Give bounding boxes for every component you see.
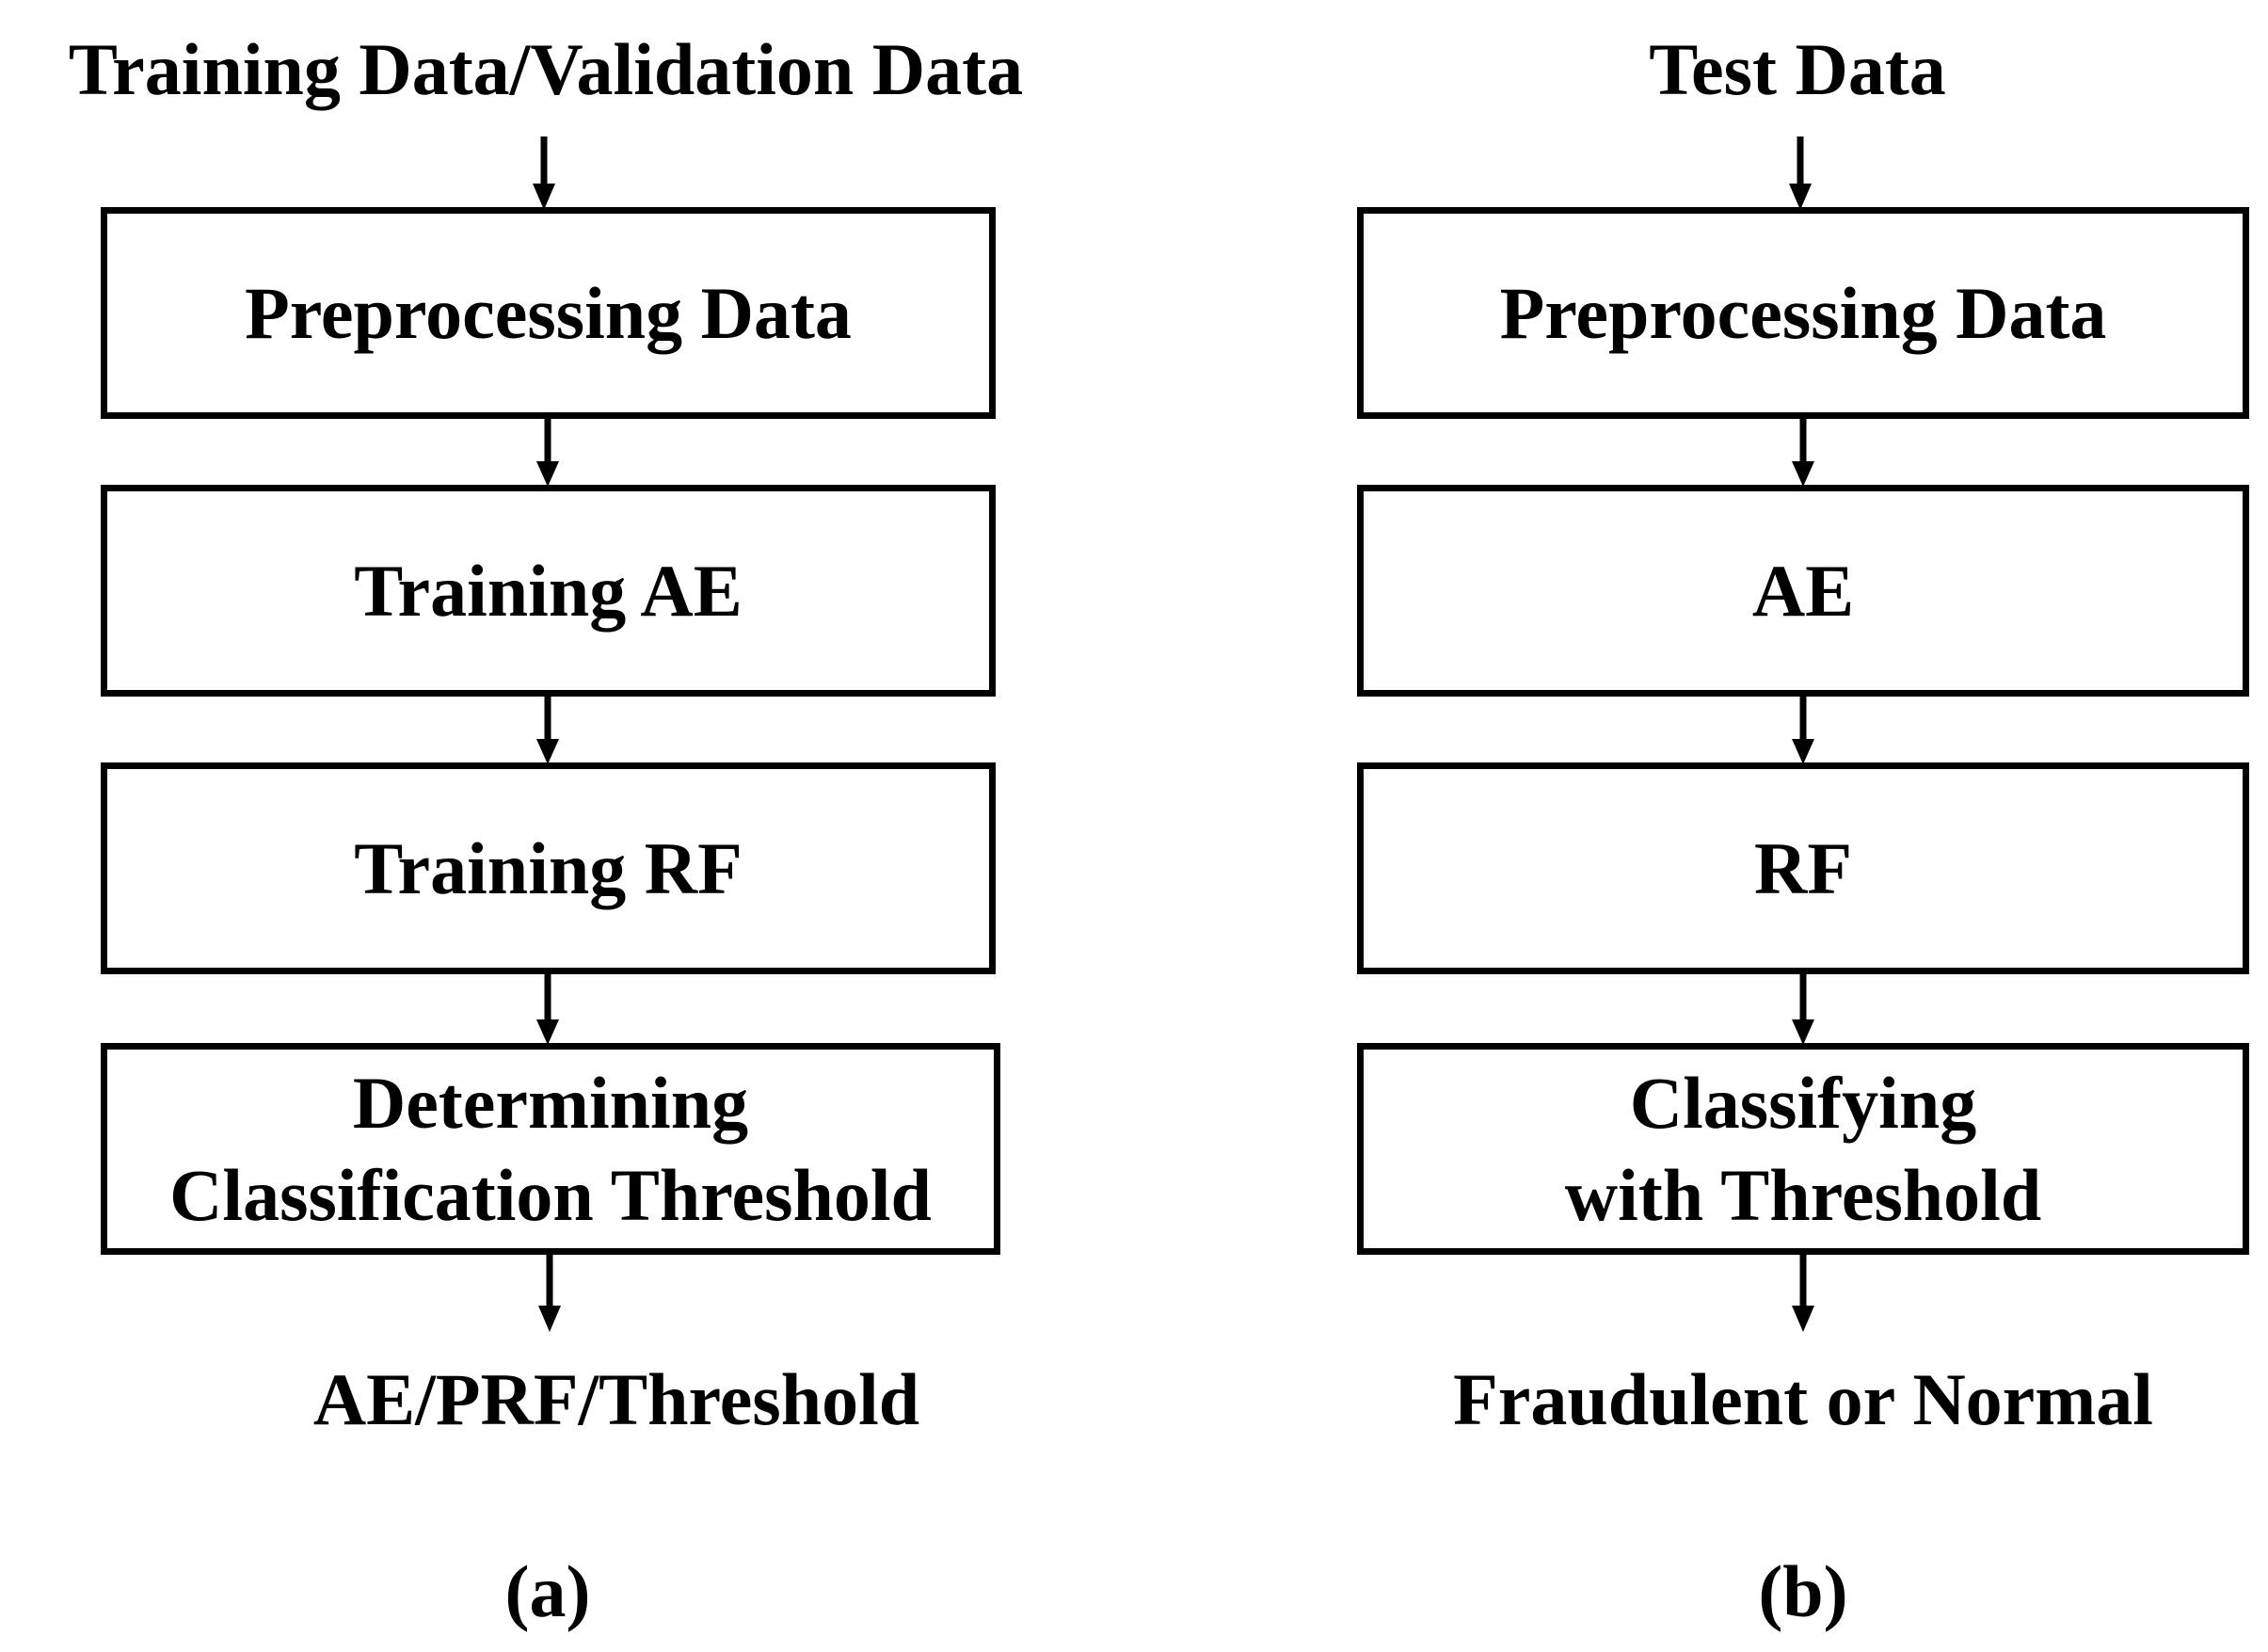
panel-b-arrow-output bbox=[1784, 1255, 1822, 1332]
panel-b-box-ae: AE bbox=[1357, 485, 2249, 697]
panel-b-input-label: Test Data bbox=[1649, 28, 1946, 110]
panel-b-arrow-1 bbox=[1784, 419, 1822, 487]
panel-a-input-label: Training Data/Validation Data bbox=[68, 28, 1024, 110]
panel-b-box-classifying: Classifying with Threshold bbox=[1357, 1043, 2249, 1255]
panel-b-output-label: Fraudulent or Normal bbox=[1453, 1358, 2153, 1440]
panel-b-caption: (b) bbox=[1758, 1550, 1848, 1632]
panel-a-box-preprocessing-label: Preprocessing Data bbox=[245, 271, 852, 354]
panel-b-box-preprocessing-label: Preprocessing Data bbox=[1499, 271, 2107, 354]
panel-b-arrow-3 bbox=[1784, 974, 1822, 1045]
panel-b-box-preprocessing: Preprocessing Data bbox=[1357, 207, 2249, 419]
panel-a-arrow-1 bbox=[529, 419, 567, 487]
panel-a-output-label: AE/PRF/Threshold bbox=[312, 1358, 920, 1440]
panel-a-box-threshold-label: Determining Classification Threshold bbox=[169, 1062, 932, 1236]
panel-a-arrow-3 bbox=[529, 974, 567, 1045]
panel-b-box-rf-label: RF bbox=[1754, 826, 1852, 909]
panel-a-arrow-2 bbox=[529, 697, 567, 764]
panel-b-arrow-2 bbox=[1784, 697, 1822, 764]
panel-a-box-preprocessing: Preprocessing Data bbox=[101, 207, 996, 419]
panel-a-box-training-ae-label: Training AE bbox=[354, 549, 743, 632]
panel-b-arrow-input bbox=[1781, 136, 1819, 210]
panel-a-box-threshold: Determining Classification Threshold bbox=[101, 1043, 1000, 1255]
panel-a-caption: (a) bbox=[504, 1550, 591, 1632]
panel-b-box-rf: RF bbox=[1357, 762, 2249, 974]
panel-b-box-ae-label: AE bbox=[1751, 549, 1855, 632]
panel-a-arrow-output bbox=[531, 1255, 568, 1332]
panel-a-box-training-ae: Training AE bbox=[101, 485, 996, 697]
panel-a-box-training-rf: Training RF bbox=[101, 762, 996, 974]
panel-a-box-training-rf-label: Training RF bbox=[354, 826, 743, 909]
panel-b-box-classifying-label: Classifying with Threshold bbox=[1564, 1062, 2042, 1236]
panel-a-arrow-input bbox=[525, 136, 563, 210]
